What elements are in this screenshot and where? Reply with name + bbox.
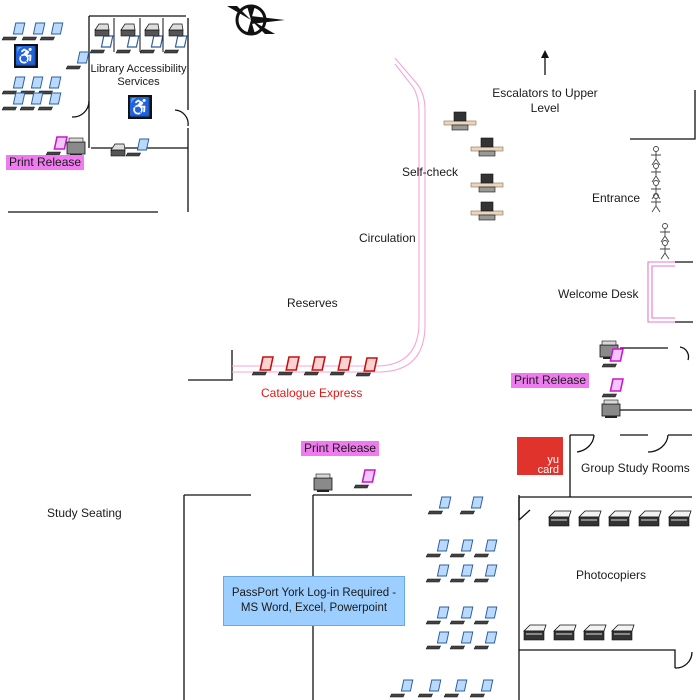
print-release-label-center: Print Release — [301, 441, 380, 456]
photocopier-row-top — [548, 510, 692, 527]
circulation-label: Circulation — [359, 231, 416, 245]
group-study-label: Group Study Rooms — [581, 461, 690, 475]
circulation-desk-shape — [232, 57, 426, 373]
yucard-text-yu: yu — [547, 454, 559, 466]
yucard-logo: yu card — [517, 437, 563, 476]
compass-icon — [227, 4, 285, 36]
walls-entrance-area — [620, 90, 696, 411]
study-computers — [389, 496, 498, 698]
self-check-label: Self-check — [402, 165, 459, 179]
photocopier-row-bottom — [523, 624, 635, 641]
walls-accessibility-area — [8, 15, 189, 213]
accessibility-computers — [1, 22, 188, 157]
entrance-people — [650, 146, 671, 260]
photocopiers-label: Photocopiers — [576, 568, 647, 582]
welcome-desk-label: Welcome Desk — [558, 287, 639, 301]
welcome-desk-shape — [647, 261, 675, 323]
accessibility-print-station — [45, 136, 86, 157]
catalogue-express-label: Catalogue Express — [261, 386, 363, 400]
arrow-up-icon — [541, 50, 549, 75]
wheelchair-icon: ♿ — [128, 95, 152, 119]
reserves-label: Reserves — [287, 296, 338, 310]
entrance-label: Entrance — [592, 191, 641, 205]
welcome-print-stations — [599, 340, 624, 419]
study-seating-label: Study Seating — [47, 506, 122, 520]
center-print-station — [313, 469, 376, 493]
login-required-note: PassPort York Log-in Required - MS Word,… — [223, 576, 405, 626]
accessibility-services-label: Library Accessibility Services — [90, 63, 187, 88]
walls-study-area — [183, 434, 693, 700]
accessibility-booth-lines — [113, 18, 164, 52]
escalators-label: Escalators to Upper Level — [492, 86, 598, 115]
print-release-label-welcome: Print Release — [511, 373, 590, 388]
wheelchair-icon: ♿ — [14, 44, 38, 68]
walls-reserves-area — [188, 350, 233, 381]
yucard-text-card: card — [537, 464, 559, 476]
print-release-label-accessibility: Print Release — [6, 155, 85, 170]
